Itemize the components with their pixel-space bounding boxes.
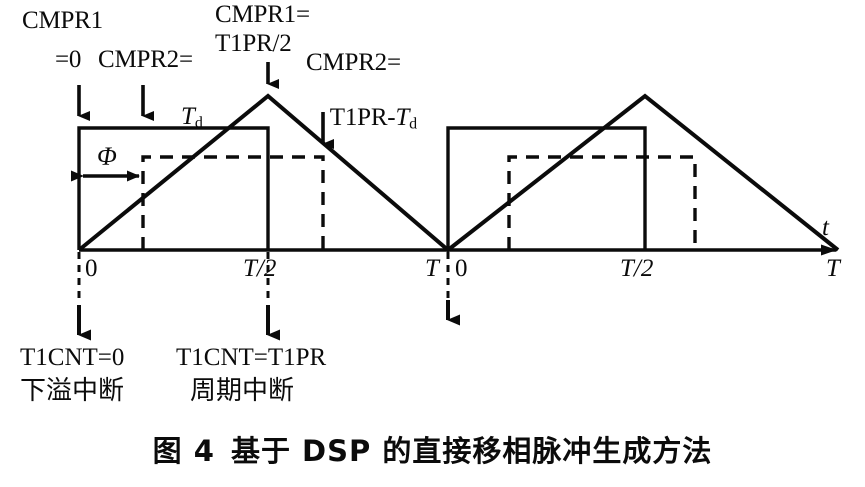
annotation-arrows (77, 62, 334, 149)
interrupt-arrows (77, 300, 460, 341)
pulse-outline (77, 126, 270, 250)
label-cmpr2-td-line1: CMPR2= (98, 46, 193, 73)
label-cmpr1-half-line2: T1PR/2 (215, 30, 292, 57)
pwm-pulse-solid-cycle1 (77, 126, 270, 250)
label-cmpr2-full-line1: CMPR2= (306, 49, 401, 76)
label-cmpr2-full-line2: T1PR-Td (306, 79, 417, 158)
figure-caption: 图 4 基于 DSP 的直接移相脉冲生成方法 (0, 428, 865, 470)
pwm-pulse-dashed-cycle2 (507, 155, 697, 250)
tick-label-cycle1-half: T/2 (243, 255, 277, 282)
label-cmpr1-zero-line2: =0 (55, 46, 82, 73)
waveform-diagram (71, 62, 840, 341)
axis-tick-guides (77, 252, 450, 300)
cmpr2-full-subscript: d (409, 115, 418, 133)
interrupt-underflow-condition: T1CNT=0 (20, 344, 125, 371)
tick-label-cycle1-0: 0 (85, 255, 98, 282)
pwm-pulse-dashed-cycle1 (141, 155, 325, 250)
interrupt-underflow-description: 下溢中断 (20, 376, 125, 406)
pwm-pulse-solid-cycle2 (446, 126, 647, 250)
cmpr2-full-symbol: T (395, 103, 410, 131)
label-cmpr1-half-line1: CMPR1= (215, 1, 310, 28)
td-subscript: d (194, 114, 203, 132)
label-phase-symbol: Φ (97, 142, 117, 171)
tick-label-cycle2-0: 0 (455, 255, 468, 282)
label-cmpr1-zero-line1: CMPR1 (22, 7, 103, 34)
pulse-outline (446, 126, 647, 250)
tick-label-cycle1-period: T (425, 255, 439, 282)
pulse-outline (507, 155, 697, 250)
figure-caption-text: 基于 DSP 的直接移相脉冲生成方法 (230, 434, 713, 468)
interrupt-period-condition: T1CNT=T1PR (176, 344, 327, 371)
cmpr2-full-prefix: T1PR- (329, 103, 396, 131)
label-t-axis: t (822, 214, 829, 241)
tick-label-cycle2-period: T (826, 255, 840, 282)
tick-label-cycle2-half: T/2 (620, 255, 654, 282)
td-symbol: T (181, 102, 195, 130)
pulse-outline (141, 155, 325, 250)
label-cmpr2-td-symbol: Td (156, 78, 203, 157)
figure-number: 图 4 (152, 434, 215, 468)
interrupt-period-description: 周期中断 (190, 376, 295, 406)
